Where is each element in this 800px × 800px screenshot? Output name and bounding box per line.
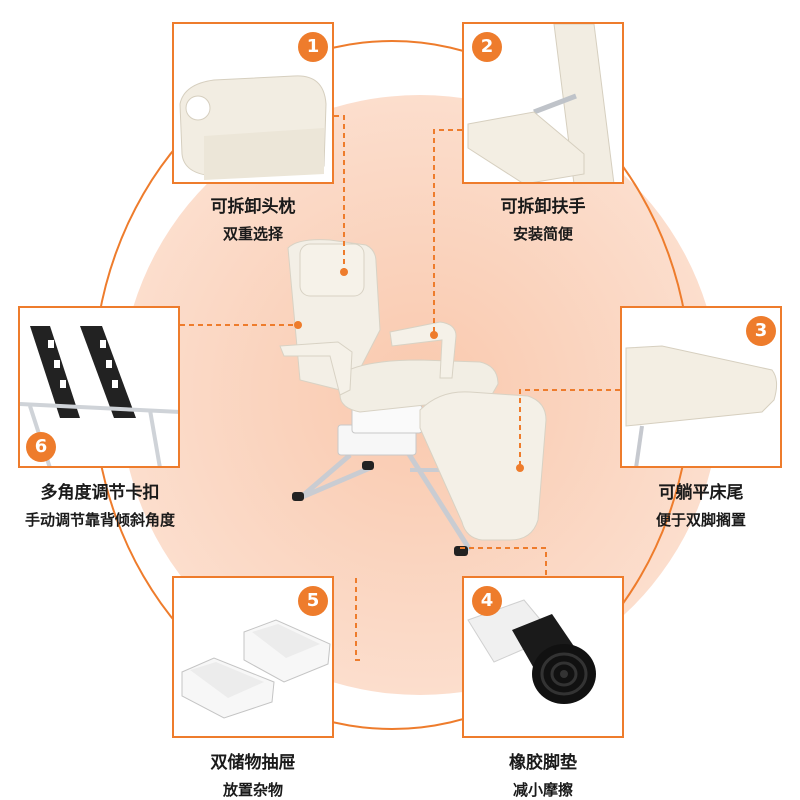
feature-card-rubber-foot: 4: [462, 576, 624, 738]
caption-4: 橡胶脚垫 减小摩擦: [462, 748, 624, 800]
caption-title: 可拆卸头枕: [210, 197, 296, 217]
badge-3: 3: [746, 316, 776, 346]
caption-subtitle: 放置杂物: [222, 781, 283, 799]
caption-3: 可躺平床尾 便于双脚搁置: [620, 478, 782, 530]
caption-title: 双储物抽屉: [210, 753, 296, 773]
caption-1: 可拆卸头枕 双重选择: [172, 192, 334, 244]
caption-subtitle: 手动调节靠背倾斜角度: [24, 511, 175, 529]
caption-subtitle: 安装简便: [512, 225, 573, 243]
caption-title: 多角度调节卡扣: [40, 483, 160, 503]
feature-card-legrest: 3: [620, 306, 782, 468]
feature-card-armrest: 2: [462, 22, 624, 184]
caption-title: 橡胶脚垫: [509, 753, 577, 773]
caption-title: 可拆卸扶手: [500, 197, 586, 217]
caption-2: 可拆卸扶手 安装简便: [462, 192, 624, 244]
badge-6: 6: [26, 432, 56, 462]
caption-subtitle: 便于双脚搁置: [655, 511, 746, 529]
badge-1: 1: [298, 32, 328, 62]
badge-5: 5: [298, 586, 328, 616]
caption-subtitle: 减小摩擦: [512, 781, 573, 799]
caption-5: 双储物抽屉 放置杂物: [172, 748, 334, 800]
armrest-photo: [464, 24, 622, 182]
badge-2: 2: [472, 32, 502, 62]
badge-4: 4: [472, 586, 502, 616]
caption-title: 可躺平床尾: [658, 483, 744, 503]
caption-6: 多角度调节卡扣 手动调节靠背倾斜角度: [0, 478, 200, 530]
feature-card-ratchet: 6: [18, 306, 180, 468]
feature-card-headrest: 1: [172, 22, 334, 184]
feature-card-drawers: 5: [172, 576, 334, 738]
caption-subtitle: 双重选择: [222, 225, 283, 243]
